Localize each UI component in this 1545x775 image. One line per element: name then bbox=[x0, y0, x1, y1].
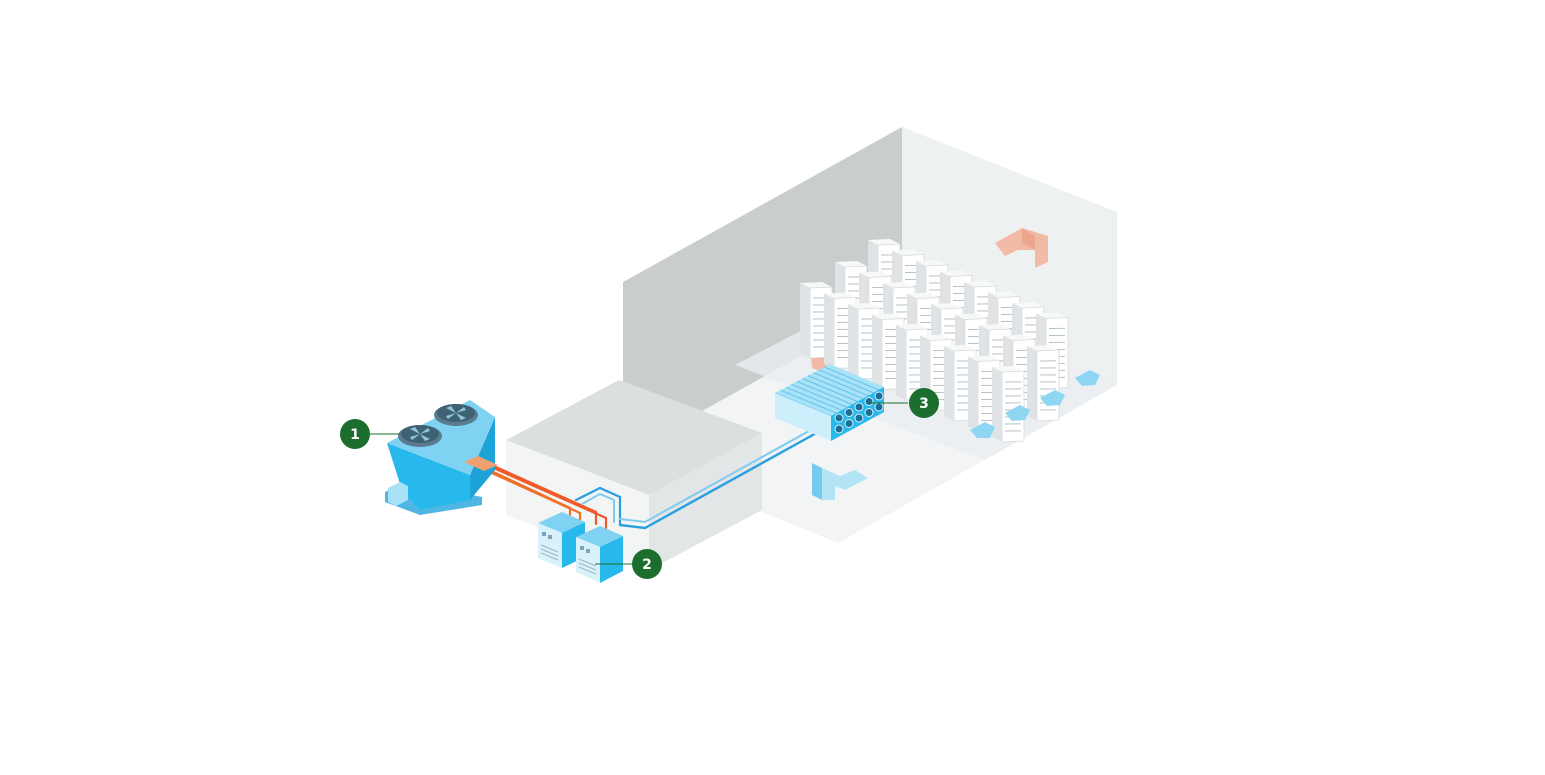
callout-1-label: 1 bbox=[350, 427, 360, 443]
mech-room-right-face bbox=[649, 433, 762, 570]
coil-fan-icon bbox=[844, 408, 854, 417]
cold-air-arrow-floor bbox=[812, 463, 868, 500]
cold-pipe bbox=[619, 415, 837, 524]
mech-room-top bbox=[506, 380, 762, 495]
cooling-coil-unit bbox=[774, 364, 884, 441]
cold-air-arrow bbox=[1005, 405, 1030, 421]
coil-fan-icon bbox=[864, 397, 874, 406]
coil-fan-icon bbox=[864, 408, 874, 417]
coil-fan-icon bbox=[874, 391, 884, 401]
cold-pipe bbox=[618, 419, 840, 530]
coil-fan-icon bbox=[834, 413, 844, 423]
callout-2: 2 bbox=[632, 549, 662, 579]
callout-3-label: 3 bbox=[919, 396, 929, 412]
pump-units bbox=[538, 512, 623, 583]
dry-cooler bbox=[385, 400, 498, 515]
server-rack bbox=[992, 366, 1025, 443]
hot-pipe bbox=[474, 456, 598, 526]
callout-2-label: 2 bbox=[642, 557, 652, 573]
coil-fan-icon bbox=[854, 413, 864, 423]
server-rack bbox=[1027, 345, 1060, 422]
callout-1: 1 bbox=[340, 419, 370, 449]
back-left-wall bbox=[623, 127, 902, 455]
hot-pipe bbox=[478, 460, 608, 530]
hot-air-arrow-ceiling bbox=[995, 228, 1048, 268]
coil-fan-icon bbox=[874, 402, 884, 412]
hot-pipe bbox=[470, 462, 582, 524]
leader-lines bbox=[369, 402, 908, 565]
cold-air-arrow bbox=[970, 422, 995, 438]
fan-icon bbox=[398, 425, 442, 447]
cold-air-arrow bbox=[1040, 390, 1065, 406]
coil-fan-icon bbox=[854, 402, 864, 412]
cold-pipe-loop bbox=[574, 486, 622, 527]
cold-air-arrows bbox=[812, 370, 1100, 500]
coil-fan-icon bbox=[844, 419, 854, 428]
callout-3: 3 bbox=[909, 388, 939, 418]
coil-fans bbox=[834, 391, 884, 434]
pump-unit bbox=[576, 526, 623, 583]
cold-pipe-loop bbox=[581, 492, 615, 523]
server-racks bbox=[800, 239, 1069, 443]
cold-air-arrow bbox=[1075, 370, 1100, 386]
coil-fan-icon bbox=[834, 424, 844, 434]
fan-icon bbox=[434, 404, 478, 426]
